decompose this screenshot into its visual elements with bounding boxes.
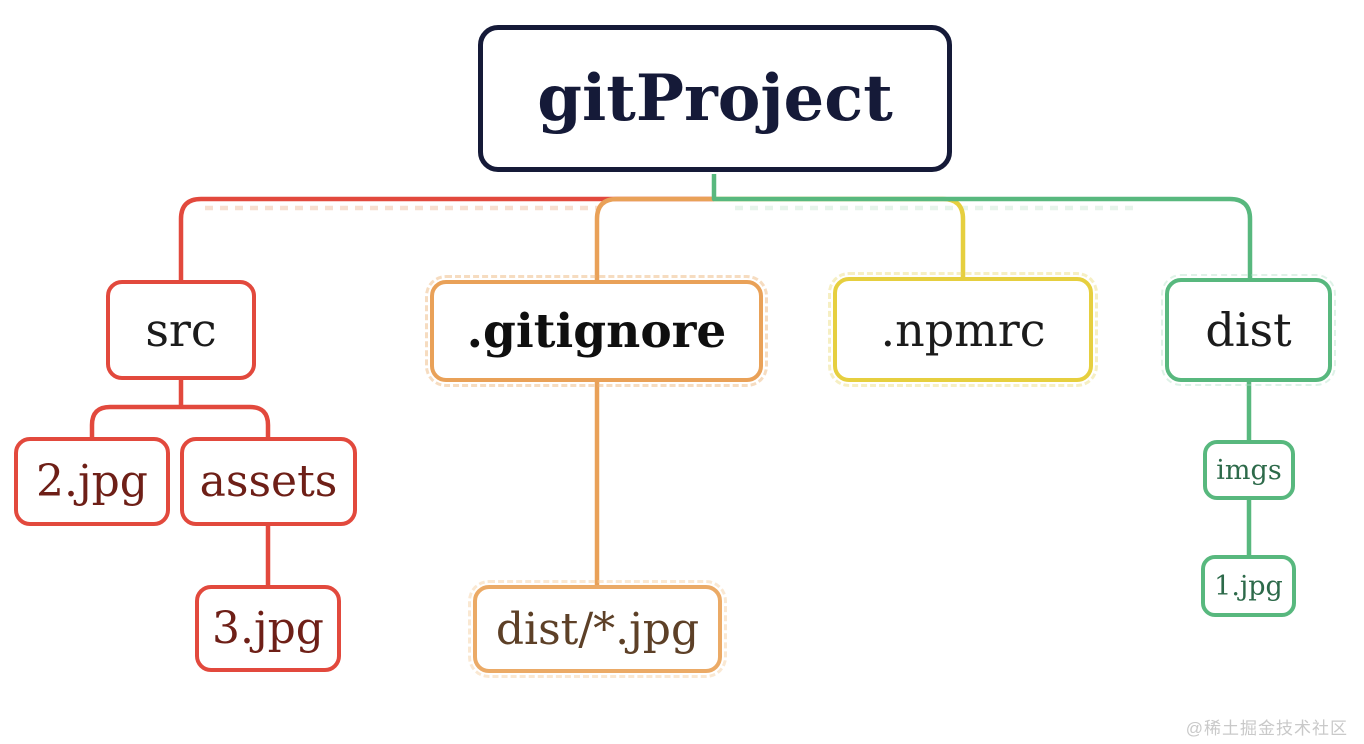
node-1jpg: 1.jpg [1201,555,1296,617]
node-gitignore: .gitignore [425,275,768,387]
connector-gitignore-branch [594,196,714,585]
node-3jpg: 3.jpg [195,585,341,672]
juejin-watermark: @稀土掘金技术社区 [1185,719,1348,738]
node-dist: dist [1161,274,1336,386]
connector-npmrc-branch [714,196,966,277]
node-src: src [106,280,256,380]
node-3jpg-label: 3.jpg [212,603,324,654]
node-npmrc-label: .npmrc [880,302,1046,357]
connector-src-branch [89,196,714,585]
node-dist-glob-jpg: dist/*.jpg [468,580,727,678]
node-imgs-label: imgs [1216,454,1282,486]
node-imgs: imgs [1203,440,1295,500]
node-src-label: src [145,303,217,357]
node-assets-label: assets [199,456,338,507]
node-dist-label: dist [1205,303,1292,357]
connector-dist-branch [711,174,1253,555]
node-dist-glob-jpg-label: dist/*.jpg [495,603,700,655]
node-gitproject: gitProject [478,25,952,172]
node-1jpg-label: 1.jpg [1214,570,1283,602]
node-gitignore-label: .gitignore [466,303,727,359]
node-2jpg: 2.jpg [14,437,170,526]
node-assets: assets [180,437,357,526]
node-npmrc: .npmrc [828,272,1098,387]
node-gitproject-label: gitProject [537,61,893,136]
node-2jpg-label: 2.jpg [36,456,148,507]
